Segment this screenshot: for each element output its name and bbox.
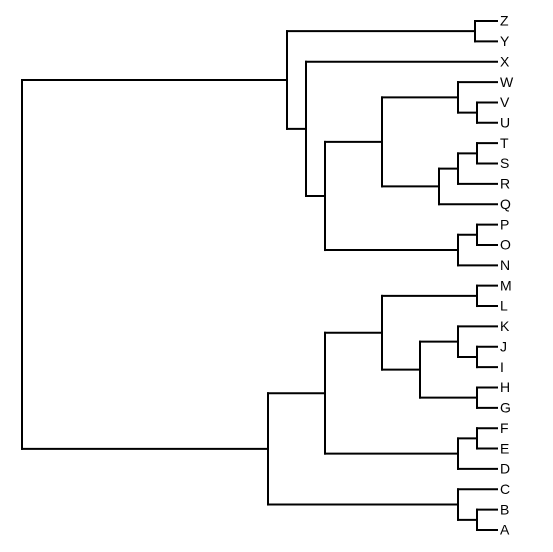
leaf-label-m: M xyxy=(500,277,512,293)
leaf-label-j: J xyxy=(500,338,507,354)
leaf-label-u: U xyxy=(500,115,510,131)
leaf-label-h: H xyxy=(500,379,510,395)
leaf-label-r: R xyxy=(500,176,510,192)
leaf-label-s: S xyxy=(500,155,509,171)
leaf-label-p: P xyxy=(500,216,509,232)
leaf-label-c: C xyxy=(500,481,510,497)
leaf-label-o: O xyxy=(500,237,511,253)
leaf-label-e: E xyxy=(500,440,509,456)
leaf-label-q: Q xyxy=(500,196,511,212)
leaf-label-i: I xyxy=(500,359,504,375)
leaf-label-d: D xyxy=(500,461,510,477)
leaf-label-x: X xyxy=(500,53,510,69)
leaf-label-f: F xyxy=(500,420,509,436)
dendrogram-branches xyxy=(21,20,498,531)
leaf-label-v: V xyxy=(500,94,510,110)
leaf-label-y: Y xyxy=(500,33,510,49)
leaf-label-l: L xyxy=(500,298,508,314)
leaf-label-g: G xyxy=(500,400,511,416)
leaf-label-a: A xyxy=(500,522,510,538)
leaf-label-n: N xyxy=(500,257,510,273)
leaf-label-z: Z xyxy=(500,13,509,29)
leaf-label-b: B xyxy=(500,501,509,517)
leaf-label-t: T xyxy=(500,135,509,151)
leaf-label-w: W xyxy=(500,74,514,90)
leaf-label-k: K xyxy=(500,318,510,334)
